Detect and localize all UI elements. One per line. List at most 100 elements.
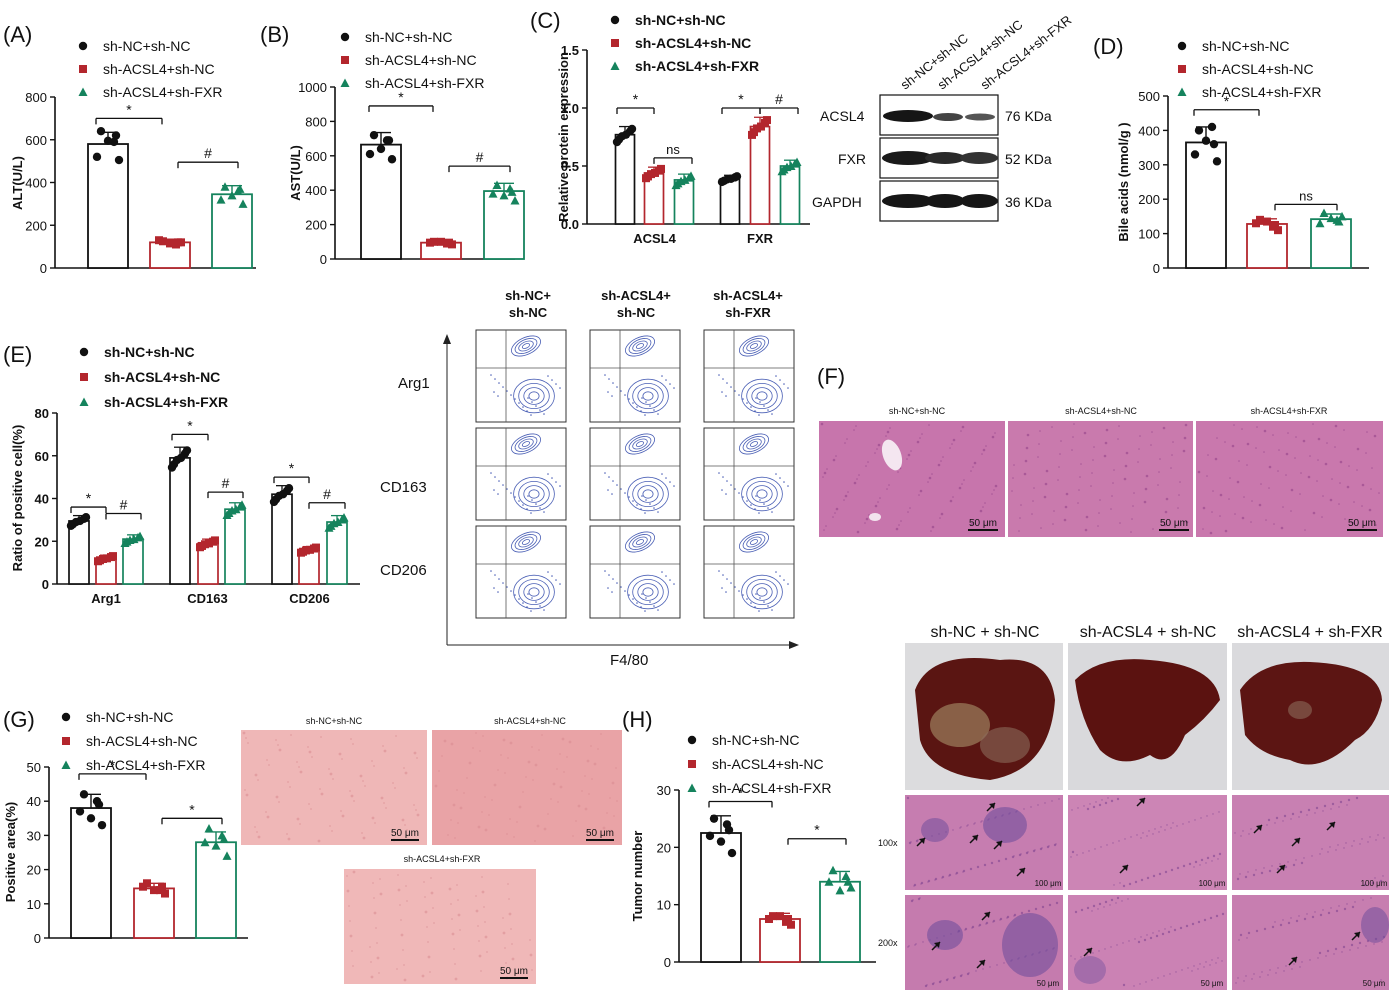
data-point-B-1-4 xyxy=(437,237,445,246)
tumor-scale-200-2: 50 μm xyxy=(1201,979,1224,988)
flow-dot xyxy=(738,590,740,592)
flow-dot xyxy=(787,583,789,585)
tissue-texture xyxy=(1107,797,1109,799)
tissue-texture xyxy=(1086,807,1090,811)
data-point-B-0-0 xyxy=(369,130,379,140)
tissue-texture xyxy=(1080,908,1084,912)
flow-dot xyxy=(644,512,646,514)
tissue-texture xyxy=(1170,467,1172,469)
tissue-texture xyxy=(457,822,459,824)
tissue-texture xyxy=(1218,811,1220,813)
flow-contour xyxy=(518,340,534,352)
flow-contour xyxy=(746,480,778,507)
tissue-texture xyxy=(586,759,590,763)
tissue-texture xyxy=(1157,977,1159,979)
tissue-texture xyxy=(1116,797,1120,801)
data-point-A-1-2 xyxy=(155,236,163,245)
tissue-texture xyxy=(1318,951,1322,955)
tissue-texture xyxy=(1250,521,1252,523)
legend-label-1-0: sh-NC+sh-NC xyxy=(365,29,453,45)
flow-plot-0-0 xyxy=(475,329,567,423)
flow-dot xyxy=(608,476,610,478)
tissue-texture xyxy=(1306,913,1308,915)
tissue-texture xyxy=(1246,442,1250,446)
tissue-texture xyxy=(484,935,488,939)
flow-dot xyxy=(539,507,541,509)
y-tick-label-G-0: 0 xyxy=(34,931,41,946)
tissue-texture xyxy=(1268,487,1270,489)
tissue-texture xyxy=(1338,806,1340,808)
tissue-texture xyxy=(1205,961,1207,963)
tissue-texture xyxy=(395,735,397,737)
sig-label-C: * xyxy=(738,91,744,107)
data-point-C-1-2-5 xyxy=(777,166,787,176)
tissue-texture xyxy=(1279,923,1283,927)
tissue-texture xyxy=(1268,465,1272,469)
tissue-texture xyxy=(856,530,860,534)
flow-dot xyxy=(551,379,553,381)
tissue-texture xyxy=(1206,815,1208,817)
tissue-texture xyxy=(917,897,921,901)
tissue-texture xyxy=(1331,802,1335,806)
data-point-G-2-0 xyxy=(204,824,214,833)
legend-label-4-2: sh-ACSL4+sh-FXR xyxy=(104,394,228,410)
flow-dot xyxy=(657,511,659,513)
y-tick-label-C-1: 0.5 xyxy=(561,159,579,174)
flow-dot xyxy=(783,383,785,385)
flow-dot xyxy=(775,375,777,377)
tissue-texture xyxy=(1091,910,1093,912)
tissue-texture xyxy=(1245,975,1247,977)
tissue-texture xyxy=(310,808,312,810)
tissue-texture xyxy=(378,972,380,974)
legend-marker-0-0 xyxy=(78,41,88,51)
tissue-texture xyxy=(1074,958,1076,960)
tissue-texture xyxy=(1167,930,1171,934)
tissue-texture xyxy=(1314,812,1316,814)
data-point-E-2-1-5 xyxy=(297,548,305,557)
tissue-texture xyxy=(278,801,280,803)
tissue-texture xyxy=(1343,847,1345,849)
tissue-texture xyxy=(1265,519,1267,521)
flow-dot xyxy=(771,511,773,513)
flow-contour xyxy=(756,489,768,499)
data-point-A-1-5 xyxy=(174,238,182,247)
tissue-texture xyxy=(1369,836,1371,838)
tissue-texture xyxy=(1179,481,1181,483)
flow-dot xyxy=(620,390,622,392)
tissue-texture xyxy=(371,816,375,820)
data-point-E-2-1-3 xyxy=(312,543,320,552)
data-point-D-0-0 xyxy=(1194,126,1204,135)
flow-dot xyxy=(493,391,495,393)
data-point-D-2-0 xyxy=(1319,208,1329,217)
tissue-texture xyxy=(1377,834,1379,836)
tissue-texture xyxy=(948,875,950,877)
tissue-texture xyxy=(296,817,300,821)
y-tick-label-D-0: 0 xyxy=(1153,261,1160,276)
tissue-texture xyxy=(1092,805,1096,809)
flow-dot xyxy=(718,472,720,474)
flow-dot xyxy=(641,397,643,399)
tissue-texture xyxy=(961,425,965,429)
flow-dot xyxy=(750,406,752,408)
tissue-texture xyxy=(424,896,426,898)
data-point-E-0-0-3 xyxy=(81,513,91,522)
tissue-texture xyxy=(609,797,611,799)
sig-label-B: # xyxy=(476,149,484,165)
tissue-texture xyxy=(508,912,512,916)
tissue-texture xyxy=(1152,528,1154,530)
tumor-arrowhead-2 xyxy=(972,835,978,841)
data-point-C-1-0-5 xyxy=(717,177,727,187)
data-point-E-0-2-3 xyxy=(135,531,145,541)
data-point-C-0-0-5 xyxy=(612,137,622,147)
y-tick-label-H-1: 10 xyxy=(657,898,671,913)
data-point-H-0-4 xyxy=(716,837,726,846)
flow-dot xyxy=(636,504,638,506)
tissue-texture xyxy=(438,770,440,772)
tissue-texture xyxy=(1158,831,1160,833)
tissue-texture xyxy=(1146,835,1148,837)
tissue-texture xyxy=(1027,909,1031,913)
tissue-texture xyxy=(1146,876,1150,880)
flow-contour xyxy=(518,536,534,548)
